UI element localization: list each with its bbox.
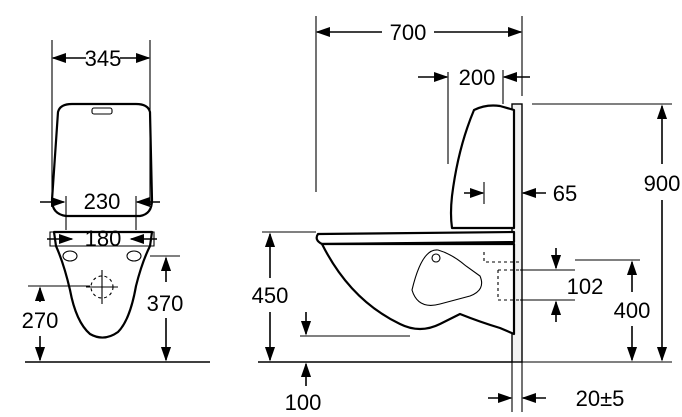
dim-front-bolt-spacing: 180 bbox=[85, 226, 122, 251]
dim-tank-depth: 200 bbox=[459, 65, 496, 90]
front-tank bbox=[50, 102, 154, 218]
dim-front-width: 345 bbox=[85, 46, 122, 71]
dim-bottom-offset: 100 bbox=[285, 390, 322, 415]
side-seat bbox=[315, 230, 516, 246]
dim-front-height-left: 270 bbox=[22, 308, 59, 333]
flush-button-icon bbox=[91, 107, 113, 115]
dim-outlet-pipe: 102 bbox=[567, 274, 604, 299]
dim-wall-offset: 65 bbox=[553, 181, 577, 206]
dim-front-inner-width: 230 bbox=[84, 189, 121, 214]
front-seat-band bbox=[49, 231, 155, 247]
siphon-curve bbox=[411, 249, 483, 306]
pipe-dashed-outlet bbox=[497, 269, 520, 301]
dim-side-depth: 700 bbox=[390, 20, 427, 45]
side-tank bbox=[449, 104, 516, 230]
bolt-hole-left bbox=[62, 250, 78, 262]
side-bowl bbox=[320, 242, 516, 336]
dim-wall-tolerance: 20±5 bbox=[576, 386, 625, 411]
dim-outlet-height: 400 bbox=[614, 298, 651, 323]
flush-inlet-icon bbox=[431, 253, 441, 263]
dim-front-height-right: 370 bbox=[147, 291, 184, 316]
dim-total-height: 900 bbox=[644, 171, 681, 196]
front-view: 345 230 180 370 270 bbox=[22, 40, 210, 363]
dim-seat-height: 450 bbox=[252, 283, 289, 308]
side-view: 700 200 65 900 450 100 102 bbox=[252, 16, 681, 415]
bolt-hole-right bbox=[126, 250, 142, 262]
